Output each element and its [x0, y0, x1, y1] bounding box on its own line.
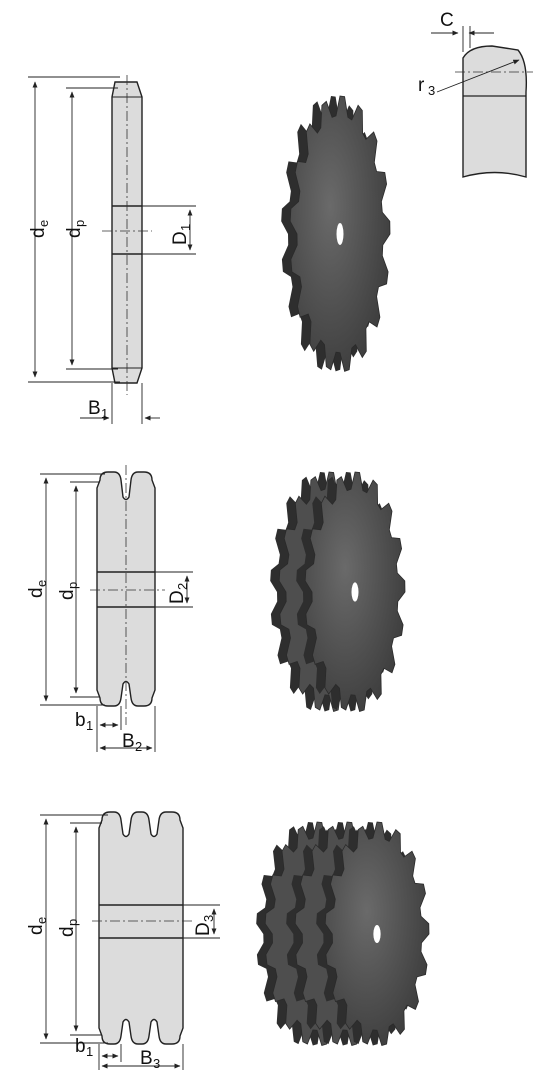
simplex-sprocket-icon	[281, 95, 391, 372]
duplex-sprocket-icon	[270, 471, 406, 713]
sprocket-bore-hole	[351, 582, 359, 602]
simplex-b1-subscript: 1	[101, 406, 108, 421]
duplex-dp-label: d	[57, 589, 78, 600]
duplex-b1-subscript: 1	[86, 718, 93, 733]
sprocket-bore-hole	[336, 222, 344, 246]
simplex-section: d e d p D 1 B 1	[28, 75, 196, 424]
triplex-d3-label: D	[193, 922, 214, 936]
triplex-section: d e d p D 3 b 1 B 3	[26, 811, 220, 1071]
tooth-profile-detail: C r 3	[418, 10, 533, 178]
triplex-de-subscript: e	[34, 917, 49, 924]
duplex-de-subscript: e	[34, 580, 49, 587]
simplex-de-label: d	[28, 227, 49, 238]
simplex-d1-subscript: 1	[178, 224, 193, 231]
triplex-b1-label: b	[75, 1036, 86, 1057]
duplex-dp-subscript: p	[65, 582, 80, 589]
duplex-de-label: d	[26, 587, 47, 598]
triplex-d3-subscript: 3	[201, 915, 216, 922]
triplex-b1-subscript: 1	[86, 1044, 93, 1059]
c-chamfer-label: C	[440, 10, 454, 31]
triplex-dp-label: d	[57, 926, 78, 937]
duplex-d2-subscript: 2	[175, 583, 190, 590]
triplex-sprocket-icon	[256, 821, 430, 1046]
r3-radius-label: r	[418, 75, 425, 96]
duplex-section: d e d p D 2 b 1 B 2	[26, 465, 193, 754]
duplex-b2-label: B	[122, 731, 135, 752]
simplex-de-subscript: e	[36, 220, 51, 227]
simplex-d1-label: D	[170, 231, 191, 245]
triplex-dp-subscript: p	[65, 919, 80, 926]
r3-radius-subscript: 3	[428, 83, 435, 98]
duplex-b2-subscript: 2	[135, 739, 142, 754]
sprocket-bore-hole	[373, 925, 381, 943]
simplex-b1-label: B	[88, 398, 101, 419]
duplex-d2-label: D	[167, 590, 188, 604]
duplex-b1-label: b	[75, 710, 86, 731]
triplex-b3-label: B	[140, 1048, 153, 1069]
simplex-dp-subscript: p	[72, 220, 87, 227]
triplex-de-label: d	[26, 924, 47, 935]
simplex-dp-label: d	[64, 227, 85, 238]
triplex-b3-subscript: 3	[153, 1056, 160, 1071]
